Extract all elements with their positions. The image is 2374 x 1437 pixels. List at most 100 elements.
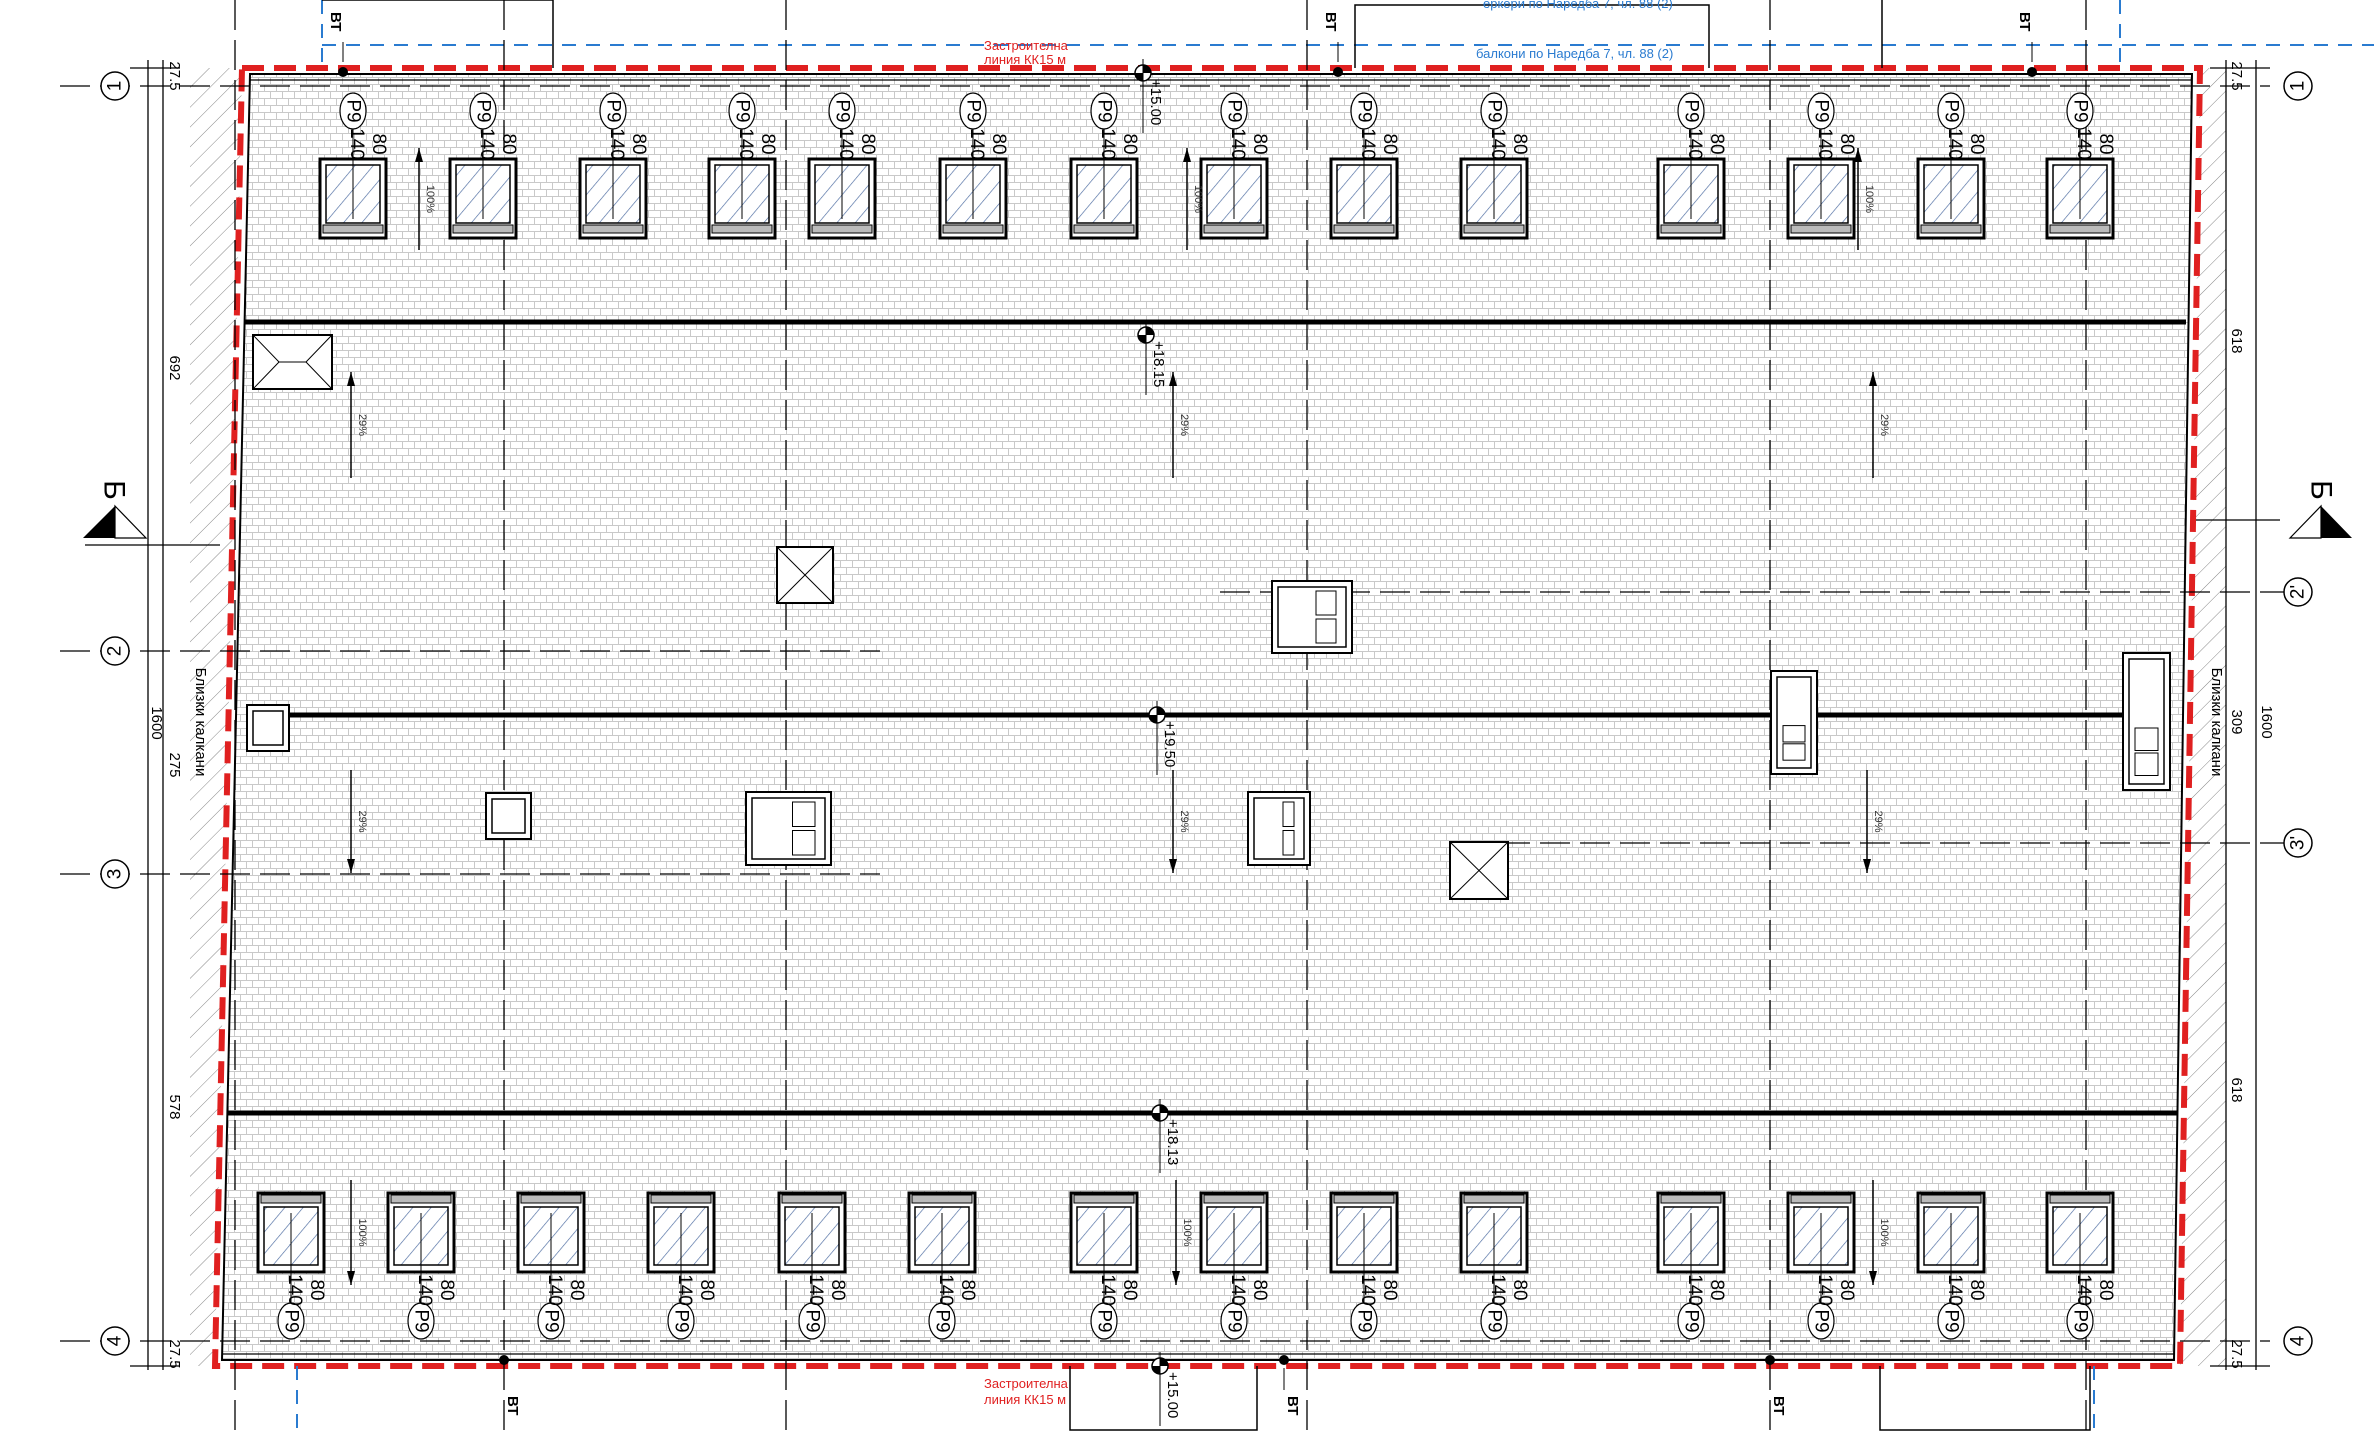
window-height: 140 [1357,1274,1378,1306]
slope-arrow: 100% [347,1180,368,1285]
window-width: 80 [1966,133,1987,154]
window-tag [1937,1302,1965,1340]
window-tag [959,92,987,130]
window-height: 140 [1097,128,1118,160]
elevation-value: +19.50 [1161,721,1178,767]
ridge-mark-label: ВТ [2016,12,2033,31]
window-width: 80 [988,133,1009,154]
dim-right-top: 27.5 [2228,61,2245,90]
window-height: 140 [1487,128,1508,160]
window-code: P9 [932,1309,953,1332]
dim-left-lower: 578 [166,1094,183,1119]
window-width: 80 [1509,133,1530,154]
dim-right-bottom: 27.5 [2228,1339,2245,1368]
window-code: P9 [963,99,984,122]
window-code: P9 [541,1309,562,1332]
slope-arrow: 100% [1183,148,1204,250]
svg-text:1: 1 [2288,81,2309,92]
slope-label: 100% [1878,1218,1890,1246]
window-width: 80 [628,133,649,154]
axis-bubble-3-left: 3 [100,859,130,889]
window-height: 140 [1944,128,1965,160]
ridge-mark: ВТ [1279,1355,1301,1415]
window-width: 80 [857,133,878,154]
chimney-double [1247,791,1311,866]
slope-label: 29% [1178,414,1190,436]
window-height: 140 [1814,1274,1835,1306]
slope-arrow: 29% [1169,770,1190,873]
window-width: 80 [2095,1279,2116,1300]
window-code: P9 [1941,1309,1962,1332]
dim-left-middle: 275 [166,752,183,777]
window-tag [1480,92,1508,130]
building-line [211,65,2204,1369]
window-tag [1937,92,1965,130]
window-tag [1220,1302,1248,1340]
window-code: P9 [603,99,624,122]
window-height: 140 [1487,1274,1508,1306]
slope-arrow: 100% [1869,1180,1890,1285]
window-code: P9 [1681,99,1702,122]
window-code: P9 [1941,99,1962,122]
window-height: 140 [1814,128,1835,160]
slope-arrow: 100% [1172,1180,1193,1285]
window-height: 140 [606,128,627,160]
chimney-tall [1770,670,1818,775]
window-code: P9 [1224,99,1245,122]
window-tag [828,92,856,130]
window-width: 80 [566,1279,587,1300]
dim-left-top: 27.5 [166,61,183,90]
svg-text:2: 2 [105,646,126,657]
window-code: P9 [802,1309,823,1332]
window-width: 80 [1119,133,1140,154]
ridge-mark: ВТ [499,1355,521,1415]
ridge-mark: ВТ [1322,12,1343,77]
axis-bubble-1-left: 1 [100,71,130,101]
svg-text:4: 4 [2288,1335,2309,1346]
elevation-value: +18.13 [1164,1119,1181,1165]
window-tag [667,1302,695,1340]
axis-bubble-4-right: 4 [2283,1326,2313,1356]
axis-bubble-4-left: 4 [100,1326,130,1356]
slope-arrow: 29% [1863,770,1884,873]
slope-arrow: 29% [1169,372,1190,478]
window-tag [2066,1302,2094,1340]
section-marker-left: Б [83,480,148,539]
ridge-mark: ВТ [327,12,348,77]
ridge-mark-label: ВТ [1770,1396,1787,1415]
window-height: 140 [476,128,497,160]
window-tag [1807,92,1835,130]
window-tag [1480,1302,1508,1340]
svg-text:2': 2' [2288,585,2309,599]
svg-text:3: 3 [105,869,126,880]
elevation-ridge-middle: +19.50 [1148,701,1178,775]
window-width: 80 [1706,1279,1727,1300]
window-height: 140 [544,1274,565,1306]
balconies-note: балкони по Наредба 7, чл. 88 (2) [1476,46,1673,61]
dim-right-lower: 618 [2228,1077,2245,1102]
window-width: 80 [957,1279,978,1300]
window-code: P9 [1681,1309,1702,1332]
slope-label: 29% [1878,414,1890,436]
window-width: 80 [1966,1279,1987,1300]
dim-left-total: 1600 [148,706,165,739]
svg-text:4: 4 [105,1335,126,1346]
dim-left-upper: 692 [166,355,183,380]
slope-label: 100% [1181,1218,1193,1246]
vent-hood [1449,841,1509,900]
chimney-double [745,791,832,866]
